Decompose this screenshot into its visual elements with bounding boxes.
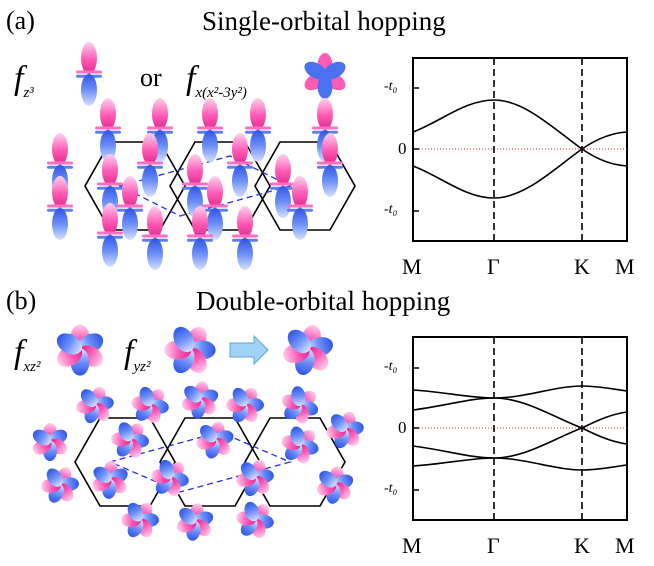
fyz2-orbital-icon [153, 314, 227, 386]
combined-orbital-icon [275, 318, 341, 382]
plot-b-kpoint-m2: M [615, 533, 635, 558]
band-plot-b [412, 336, 628, 521]
fz3-orbital-icon [76, 42, 102, 106]
panel-a-title: Single-orbital hopping [202, 6, 446, 36]
panel-b-orbital2-label: fyz² [124, 334, 151, 375]
lattice-b [30, 377, 371, 548]
plot-b-ytick-top: -t₀ [384, 359, 398, 374]
fxz2-orbital-icon [53, 324, 107, 376]
panel-a-orbital2-label: fx(x²-3y²) [186, 60, 247, 101]
right-arrow-icon [229, 334, 269, 366]
plot-a-ytick-zero: 0 [398, 139, 407, 158]
plot-b-ytick-zero: 0 [398, 418, 407, 437]
plot-a-kpoint-m1: M [402, 254, 422, 279]
panel-a-orbital1-label: fz³ [14, 60, 34, 101]
plot-b-kpoint-m1: M [402, 533, 422, 558]
plot-a-kpoint-gamma: Γ [487, 254, 500, 279]
panel-b-title: Double-orbital hopping [196, 286, 451, 316]
plot-b-ytick-bottom: -t₀ [384, 481, 398, 496]
plot-a-kpoint-m2: M [615, 254, 635, 279]
plot-b-kpoint-gamma: Γ [487, 533, 500, 558]
fx-orbital-icon [301, 53, 349, 99]
plot-a-ytick-bottom: -t₀ [384, 202, 398, 217]
plot-b-kpoint-k: K [574, 533, 590, 558]
plot-a-ytick-top: -t₀ [384, 79, 398, 94]
panel-b-label: (b) [6, 286, 37, 315]
panel-a-connector: or [140, 63, 162, 92]
lattice-a [47, 98, 356, 270]
plot-a-kpoint-k: K [574, 254, 590, 279]
band-plot-a [412, 57, 628, 242]
panel-a-label: (a) [6, 6, 35, 35]
panel-b-orbital1-label: fxz² [14, 334, 41, 375]
